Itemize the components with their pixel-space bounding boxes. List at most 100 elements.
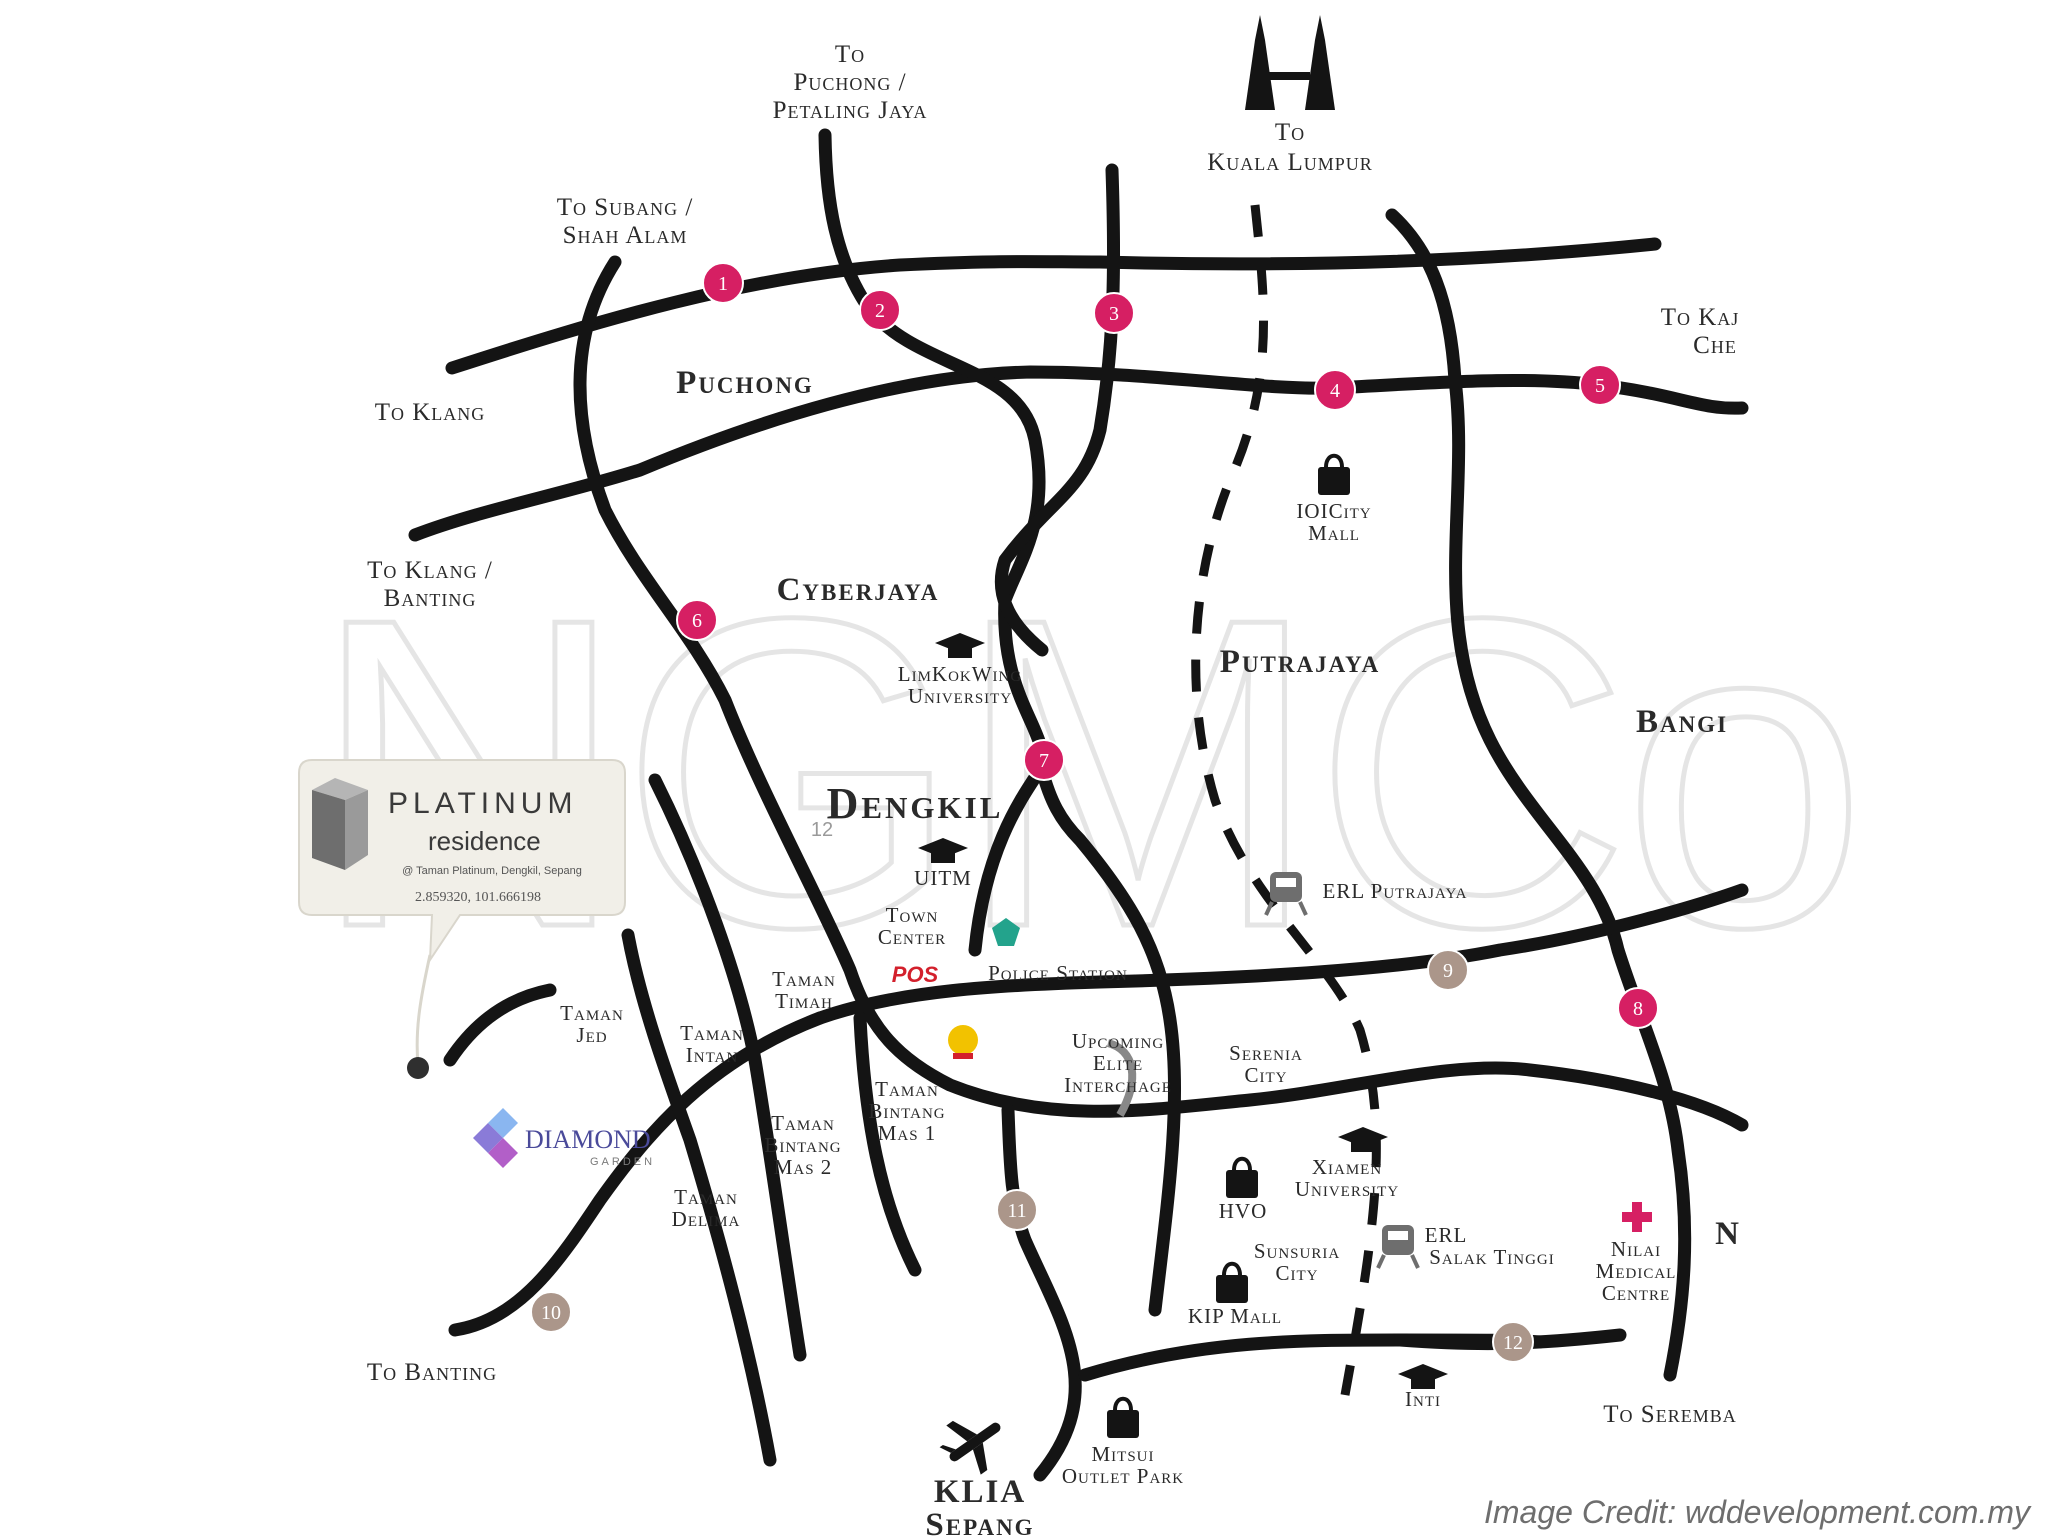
- road-puchong-cyberjaya: [818, 128, 1182, 1317]
- poi-upcoming-line3: Interchage: [1064, 1073, 1172, 1097]
- taman-intan-line1: Taman: [680, 1021, 744, 1045]
- interchange-8-label: 8: [1633, 998, 1643, 1020]
- taman-jed-line2: Jed: [576, 1023, 607, 1047]
- junction-10: [530, 1291, 572, 1333]
- interchange-7: [1023, 739, 1065, 781]
- interchange-nodes: 1 2 3 4 5 6 7 8 9 10 11 12: [530, 262, 1659, 1363]
- junction-9: [1427, 949, 1469, 991]
- poi-erl-salak-line1: ERL: [1425, 1223, 1468, 1247]
- junction-10-label: 10: [541, 1302, 561, 1324]
- road-banting-road: [448, 1011, 827, 1337]
- poi-limkokwing-line2: University: [908, 684, 1012, 708]
- interchange-2: [859, 289, 901, 331]
- dest-banting: To Banting: [367, 1359, 497, 1386]
- interchange-3-label: 3: [1109, 303, 1119, 325]
- area-sepang: Sepang: [925, 1507, 1034, 1536]
- platinum-coordinates: 2.859320, 101.666198: [415, 890, 541, 905]
- poi-nilai-line2: Medical: [1596, 1259, 1677, 1283]
- junction-11: [996, 1189, 1038, 1231]
- road-cyberjaya-north: [994, 163, 1121, 657]
- interchange-7-label: 7: [1039, 750, 1049, 772]
- road-taman-bintang-road: [853, 1011, 922, 1277]
- diamond-garden-logo: [473, 1108, 518, 1168]
- dest-klang: To Klang: [375, 399, 486, 426]
- poi-sunsuria-line2: City: [1276, 1261, 1319, 1285]
- platinum-title: PLATINUM: [388, 787, 577, 820]
- shopping-bag-icon: [1107, 1396, 1139, 1438]
- road-klia-road: [1001, 1103, 1082, 1482]
- taman-bintang1-line1: Taman: [875, 1077, 939, 1101]
- dest-n-cut: N: [1715, 1216, 1741, 1252]
- pos-logo: POS: [892, 962, 939, 987]
- poi-xiamen-line1: Xiamen: [1312, 1155, 1382, 1179]
- poi-inti: Inti: [1405, 1387, 1441, 1411]
- poi-nilai-line3: Centre: [1602, 1281, 1670, 1305]
- junction-12: [1492, 1321, 1534, 1363]
- poi-mitsui-line2: Outlet Park: [1062, 1464, 1184, 1488]
- taman-delima-line2: Delima: [672, 1207, 741, 1231]
- platinum-location-pin: [407, 1057, 429, 1079]
- poi-serenia-line1: Serenia: [1229, 1041, 1303, 1065]
- graduation-cap-icon: [935, 633, 985, 658]
- poi-kip-mall: KIP Mall: [1188, 1304, 1282, 1328]
- platinum-address: @ Taman Platinum, Dengkil, Sepang: [402, 865, 582, 877]
- upcoming-interchange-arc: [1106, 1039, 1137, 1117]
- road-kl-east: [1385, 208, 1692, 1382]
- platinum-residence-callout: PLATINUM residence @ Taman Platinum, Den…: [298, 759, 626, 1079]
- shopping-bag-icon: [1216, 1261, 1248, 1303]
- dest-kl-line2: Kuala Lumpur: [1207, 149, 1373, 176]
- platinum-logo-icon: [312, 778, 368, 870]
- road-north-highway: [445, 237, 1662, 375]
- taman-intan-line2: Intan: [686, 1043, 738, 1067]
- road-subang-dengkil: [573, 255, 1749, 1132]
- dest-klang-banting-line1: To Klang /: [367, 557, 493, 584]
- dest-puchong-pj-line1: To: [835, 41, 865, 68]
- road-puchong-bangi-highway: [408, 365, 1749, 542]
- poi-town-center-line1: Town: [886, 903, 939, 927]
- road-dengkil-main: [813, 883, 1749, 1025]
- interchange-6: [676, 599, 718, 641]
- road-taman-intan-road: [621, 928, 777, 1467]
- poi-nilai-line1: Nilai: [1611, 1237, 1661, 1261]
- taman-bintang2-line2: Bintang: [764, 1133, 841, 1157]
- taman-timah-line2: Timah: [775, 989, 833, 1013]
- poi-ioicity-line1: IOICity: [1296, 499, 1371, 523]
- police-badge-icon: [992, 918, 1020, 946]
- interchange-2-label: 2: [875, 300, 885, 322]
- taman-jed-line1: Taman: [560, 1001, 624, 1025]
- area-putrajaya: Putrajaya: [1220, 644, 1380, 680]
- interchange-5: [1579, 364, 1621, 406]
- petrol-station-icon: [948, 1025, 978, 1059]
- graduation-cap-icon: [1398, 1364, 1448, 1389]
- interchange-1-label: 1: [718, 273, 728, 295]
- junction-9-label: 9: [1443, 960, 1453, 982]
- area-klia: KLIA: [934, 1474, 1026, 1510]
- dest-puchong-pj-line3: Petaling Jaya: [773, 97, 928, 124]
- interchange-1: [702, 262, 744, 304]
- road-taman-timah-road: [648, 773, 807, 1362]
- poi-serenia-line2: City: [1245, 1063, 1288, 1087]
- platinum-subtitle: residence: [428, 826, 541, 856]
- road-taman-jed-road: [443, 983, 557, 1067]
- erl-railway-line: [1191, 204, 1381, 1396]
- interchange-4-label: 4: [1330, 380, 1340, 402]
- twin-towers-icon: [1245, 15, 1335, 110]
- poi-upcoming-line2: Elite: [1093, 1051, 1143, 1075]
- road-network: [408, 128, 1749, 1482]
- dest-puchong-pj-line2: Puchong /: [793, 69, 906, 96]
- junction-11-label: 11: [1007, 1200, 1026, 1222]
- interchange-8: [1617, 987, 1659, 1029]
- graduation-cap-icon: [918, 838, 968, 863]
- poi-hvo: HVO: [1219, 1199, 1268, 1223]
- dest-kl-line1: To: [1275, 119, 1305, 146]
- dest-kajang-line2: Che: [1693, 332, 1737, 359]
- taman-delima-line1: Taman: [674, 1185, 738, 1209]
- area-cyberjaya: Cyberjaya: [777, 572, 940, 608]
- poi-ioicity-line2: Mall: [1308, 521, 1360, 545]
- junction-12-label: 12: [1503, 1332, 1523, 1354]
- taman-bintang1-line3: Mas 1: [878, 1121, 937, 1145]
- poi-erl-putrajaya: ERL Putrajaya: [1323, 879, 1468, 903]
- area-dengkil: Dengkil: [827, 779, 1004, 828]
- interchange-6-label: 6: [692, 610, 702, 632]
